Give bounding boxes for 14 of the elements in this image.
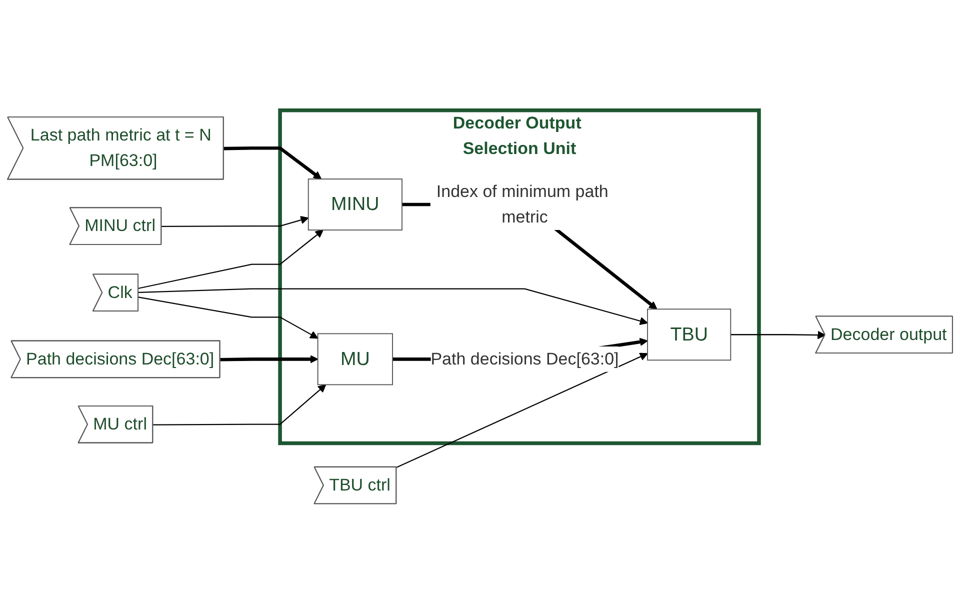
arrow	[396, 352, 648, 468]
arrow	[138, 230, 324, 289]
node-box: TBU	[647, 308, 732, 361]
node-box: MU	[317, 333, 393, 386]
arrow	[138, 296, 318, 339]
arrow	[224, 146, 322, 180]
arrow	[730, 330, 826, 340]
arrow	[138, 288, 648, 326]
edge-label: Path decisions Dec[63:0]	[430, 349, 619, 368]
node-box: MINU	[308, 178, 402, 230]
arrow	[162, 216, 309, 228]
edge-label: Index of minimum path metric	[436, 182, 608, 226]
arrow	[153, 384, 326, 426]
arrow	[220, 355, 318, 364]
